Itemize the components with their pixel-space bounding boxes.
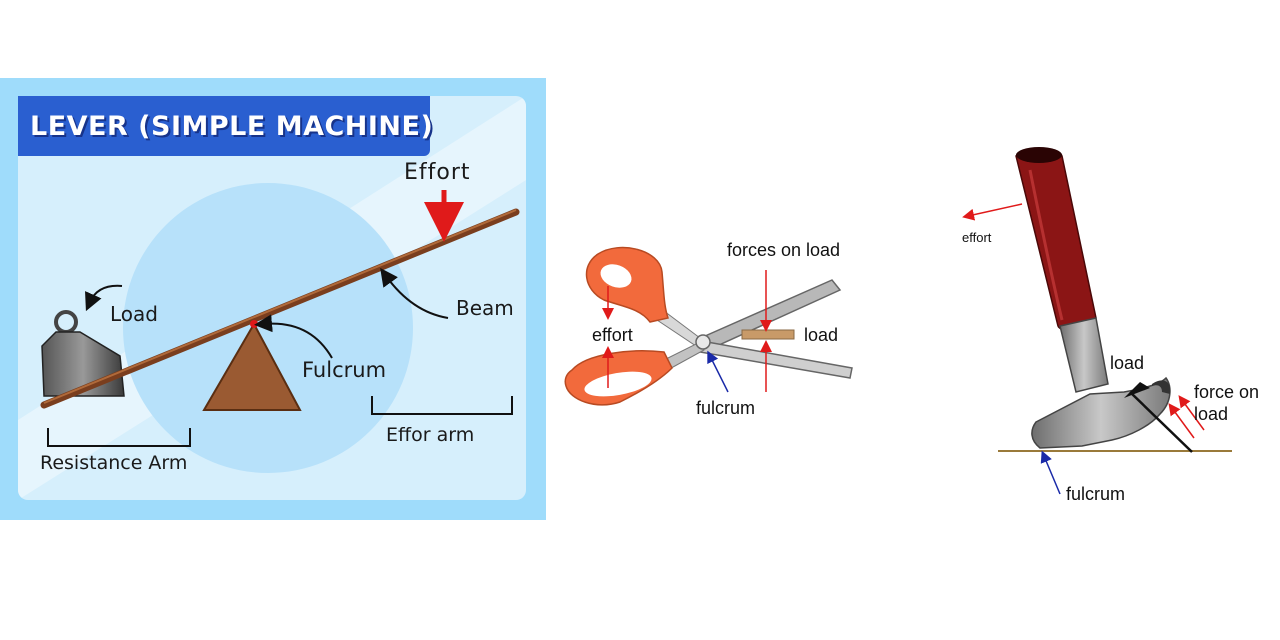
- scissors-icon: [564, 246, 853, 406]
- fulcrum-triangle-icon: [202, 321, 302, 411]
- lever-effort-label: Effort: [404, 160, 471, 185]
- scissors-load-bar: [741, 329, 795, 340]
- force-on-load-arrow-1: [1168, 403, 1195, 439]
- hammer-load-label: load: [1110, 353, 1145, 373]
- nail-icon: [1129, 391, 1193, 453]
- lever-title: LEVER (SIMPLE MACHINE): [30, 110, 434, 142]
- hammer-fulcrum-label: fulcrum: [1066, 484, 1126, 504]
- beam-pointer-arrow: [380, 267, 449, 319]
- background-circle: [123, 183, 413, 473]
- hammer-fulcrum-arrow: [1040, 450, 1061, 495]
- lever-fulcrum-label: Fulcrum: [302, 358, 387, 382]
- effort-arm-label: Effor arm: [386, 424, 475, 446]
- lever-beam: [40, 208, 520, 409]
- scissors-forces-on-load-label: forces on load: [727, 240, 841, 260]
- scissors-fulcrum-arrow: [707, 350, 729, 393]
- load-pointer-arrow: [85, 284, 123, 312]
- lever-beam-label: Beam: [456, 296, 514, 320]
- resistance-arm-label: Resistance Arm: [40, 452, 188, 474]
- scissors-load-label: load: [804, 325, 839, 345]
- effort-arm-bracket: [371, 396, 513, 415]
- force-on-load-arrow-2: [1178, 395, 1205, 431]
- lever-load-label: Load: [110, 302, 158, 326]
- scissors-fulcrum-label: fulcrum: [696, 398, 756, 418]
- resistance-arm-bracket: [47, 428, 191, 447]
- hammer-effort-label: effort: [962, 230, 992, 245]
- hammer-icon: [1015, 147, 1171, 449]
- hammer-force-on-load-label-1: force on: [1194, 382, 1260, 402]
- hammer-effort-arrow: [962, 203, 1023, 221]
- lever-title-bar: LEVER (SIMPLE MACHINE): [18, 96, 434, 156]
- fulcrum-pointer-arrow: [254, 314, 333, 359]
- scissors-effort-label: effort: [592, 325, 633, 345]
- hammer-force-on-load-label-2: load: [1194, 404, 1229, 424]
